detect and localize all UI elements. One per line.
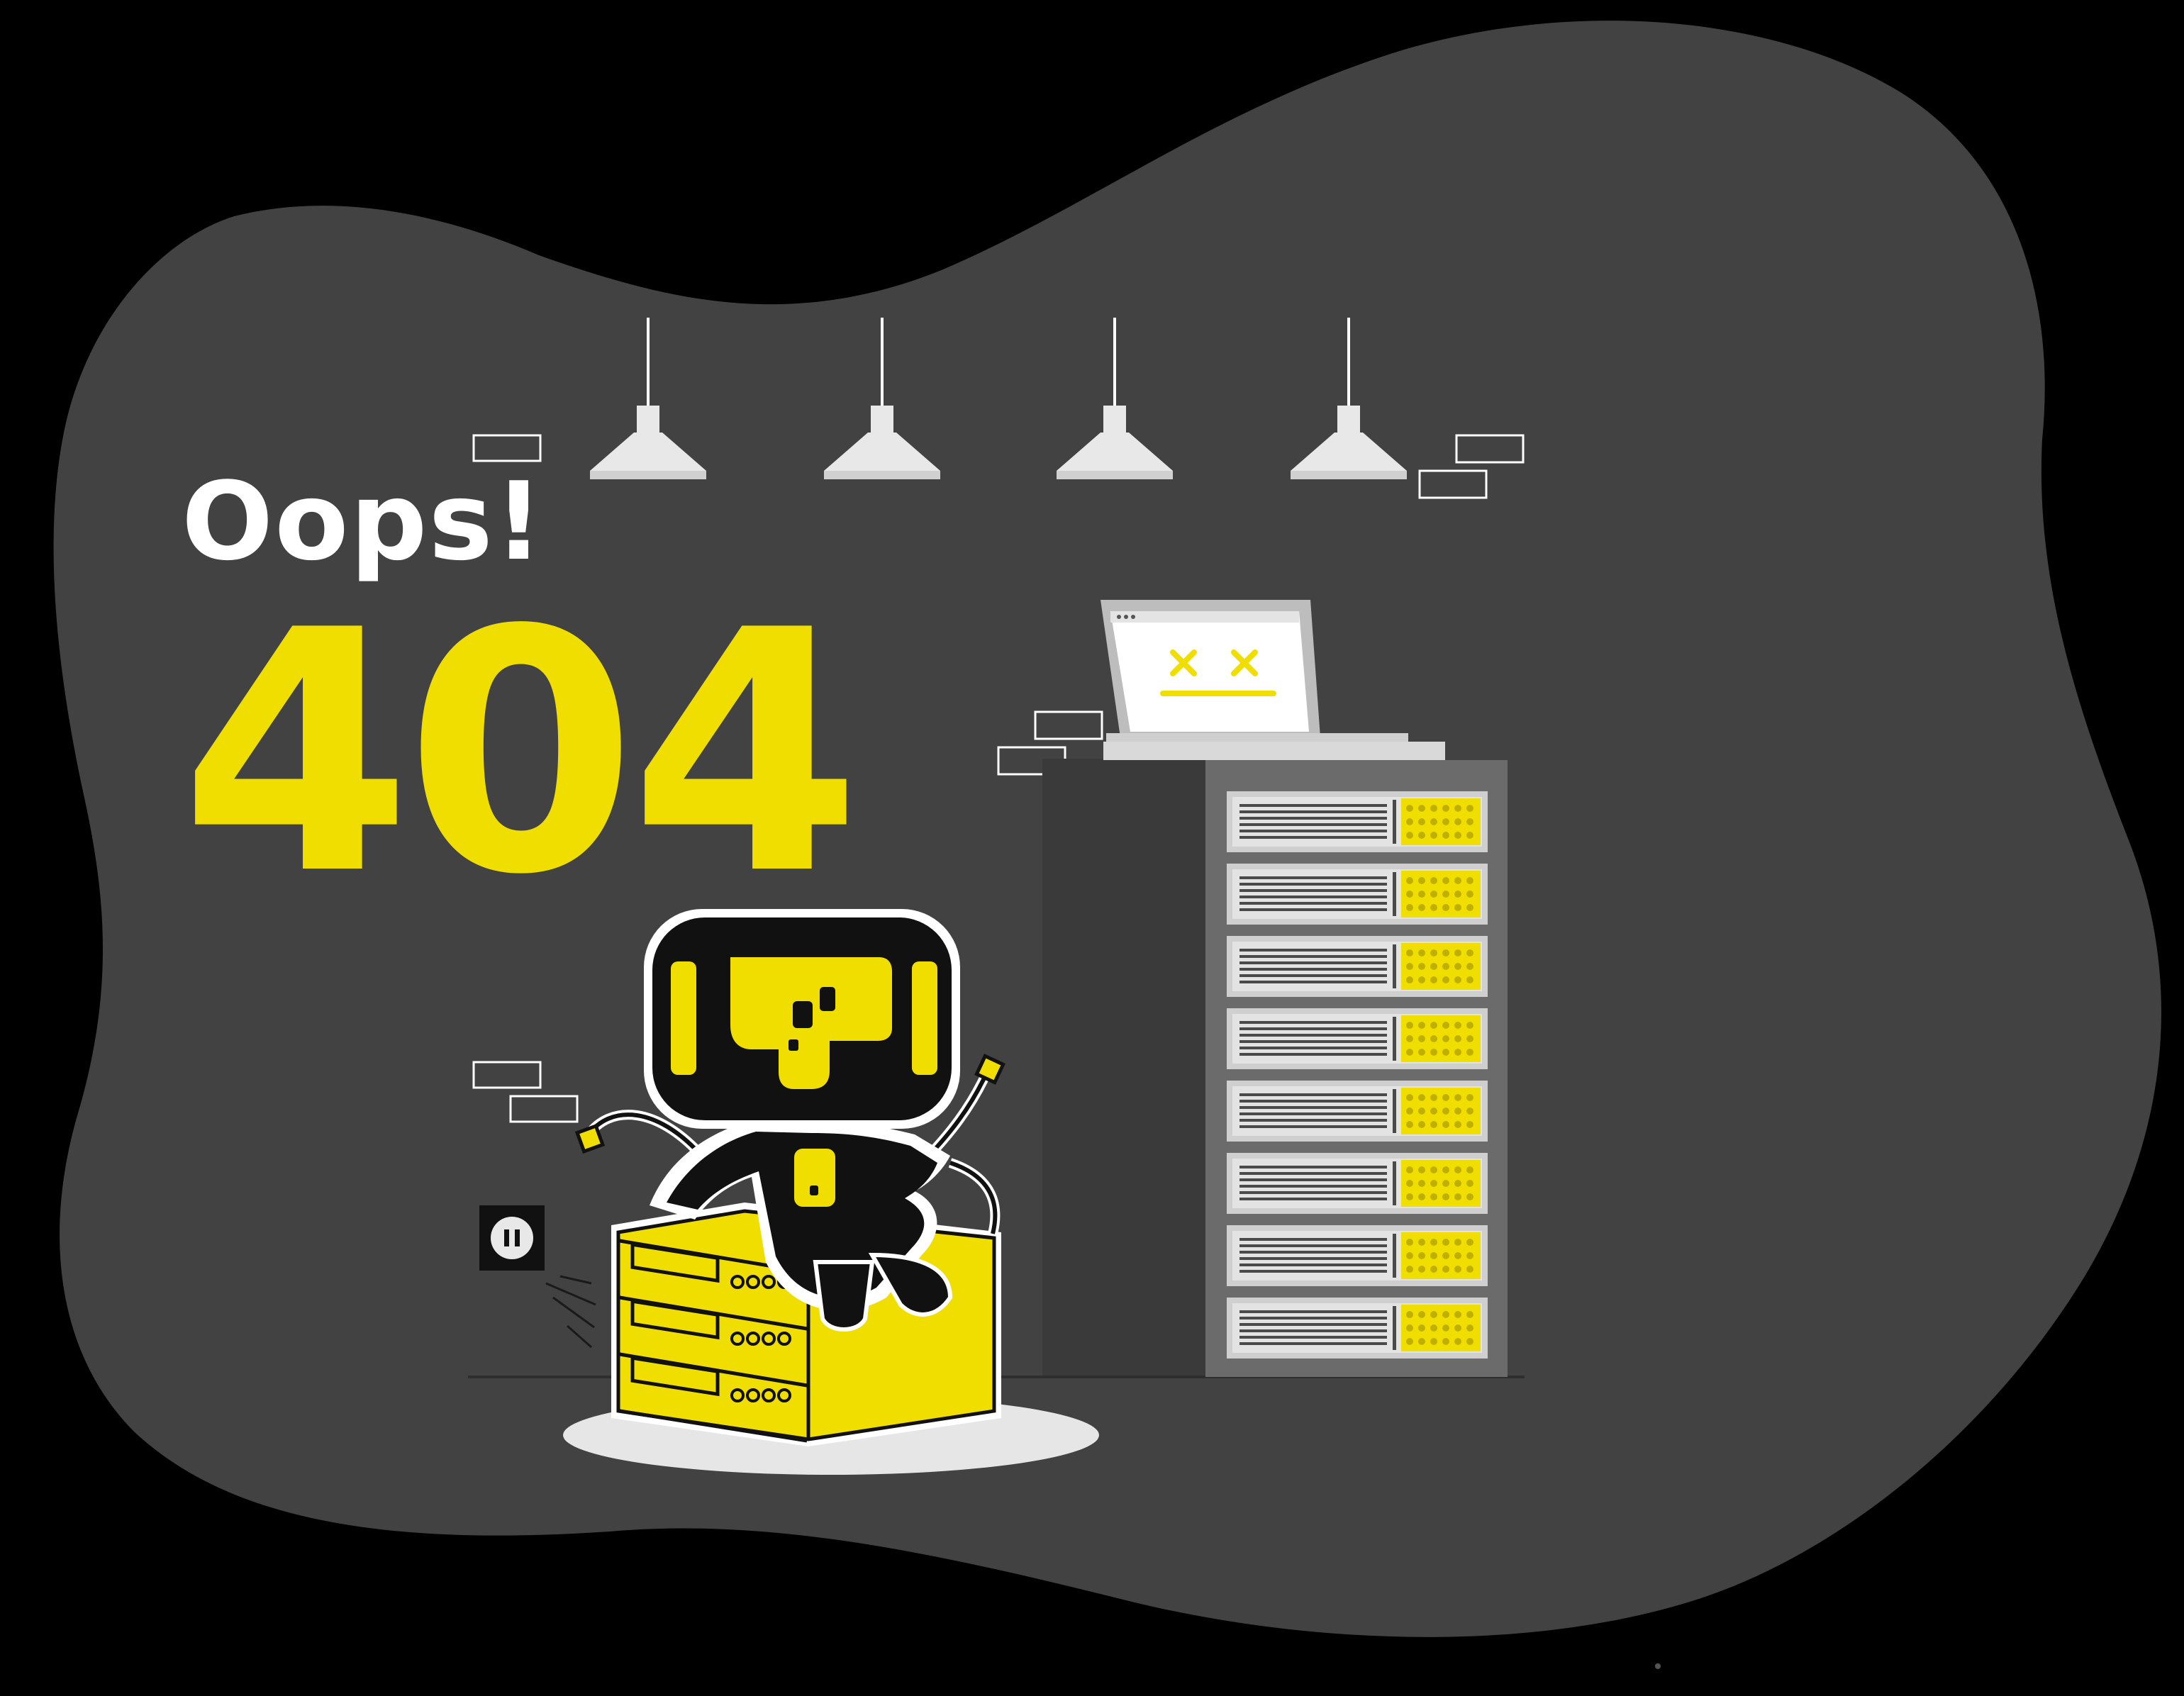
brick xyxy=(1034,710,1103,740)
rack-unit xyxy=(1227,936,1488,997)
rack-unit xyxy=(1227,1153,1488,1214)
robot-mascot-icon xyxy=(574,909,1005,1332)
error-code: 404 xyxy=(180,559,862,947)
rack-unit xyxy=(1227,1008,1488,1069)
brick xyxy=(509,1095,579,1123)
server-box-panel xyxy=(619,1352,808,1402)
power-outlet-icon xyxy=(479,1205,596,1349)
pendant-lamp-icon xyxy=(824,318,940,479)
server-box-panel xyxy=(619,1295,808,1346)
rack-unit xyxy=(1227,791,1488,852)
pendant-lamp-icon xyxy=(590,318,706,479)
brick xyxy=(472,434,542,462)
server-rack-icon xyxy=(1205,760,1508,1377)
rack-unit xyxy=(1227,1225,1488,1286)
rack-unit xyxy=(1227,1081,1488,1142)
pendant-lamp-icon xyxy=(1291,318,1407,479)
brick xyxy=(1455,434,1525,464)
brick xyxy=(1418,469,1488,499)
speck xyxy=(1655,1663,1661,1669)
desk-column xyxy=(1042,759,1213,1376)
brick xyxy=(472,1061,542,1089)
broken-laptop-icon xyxy=(1101,600,1445,760)
pendant-lamp-icon xyxy=(1057,318,1173,479)
wall-bricks xyxy=(472,434,1525,1123)
rack-unit xyxy=(1227,864,1488,925)
rack-unit xyxy=(1227,1298,1488,1359)
oops-heading: Oops! xyxy=(182,459,545,584)
